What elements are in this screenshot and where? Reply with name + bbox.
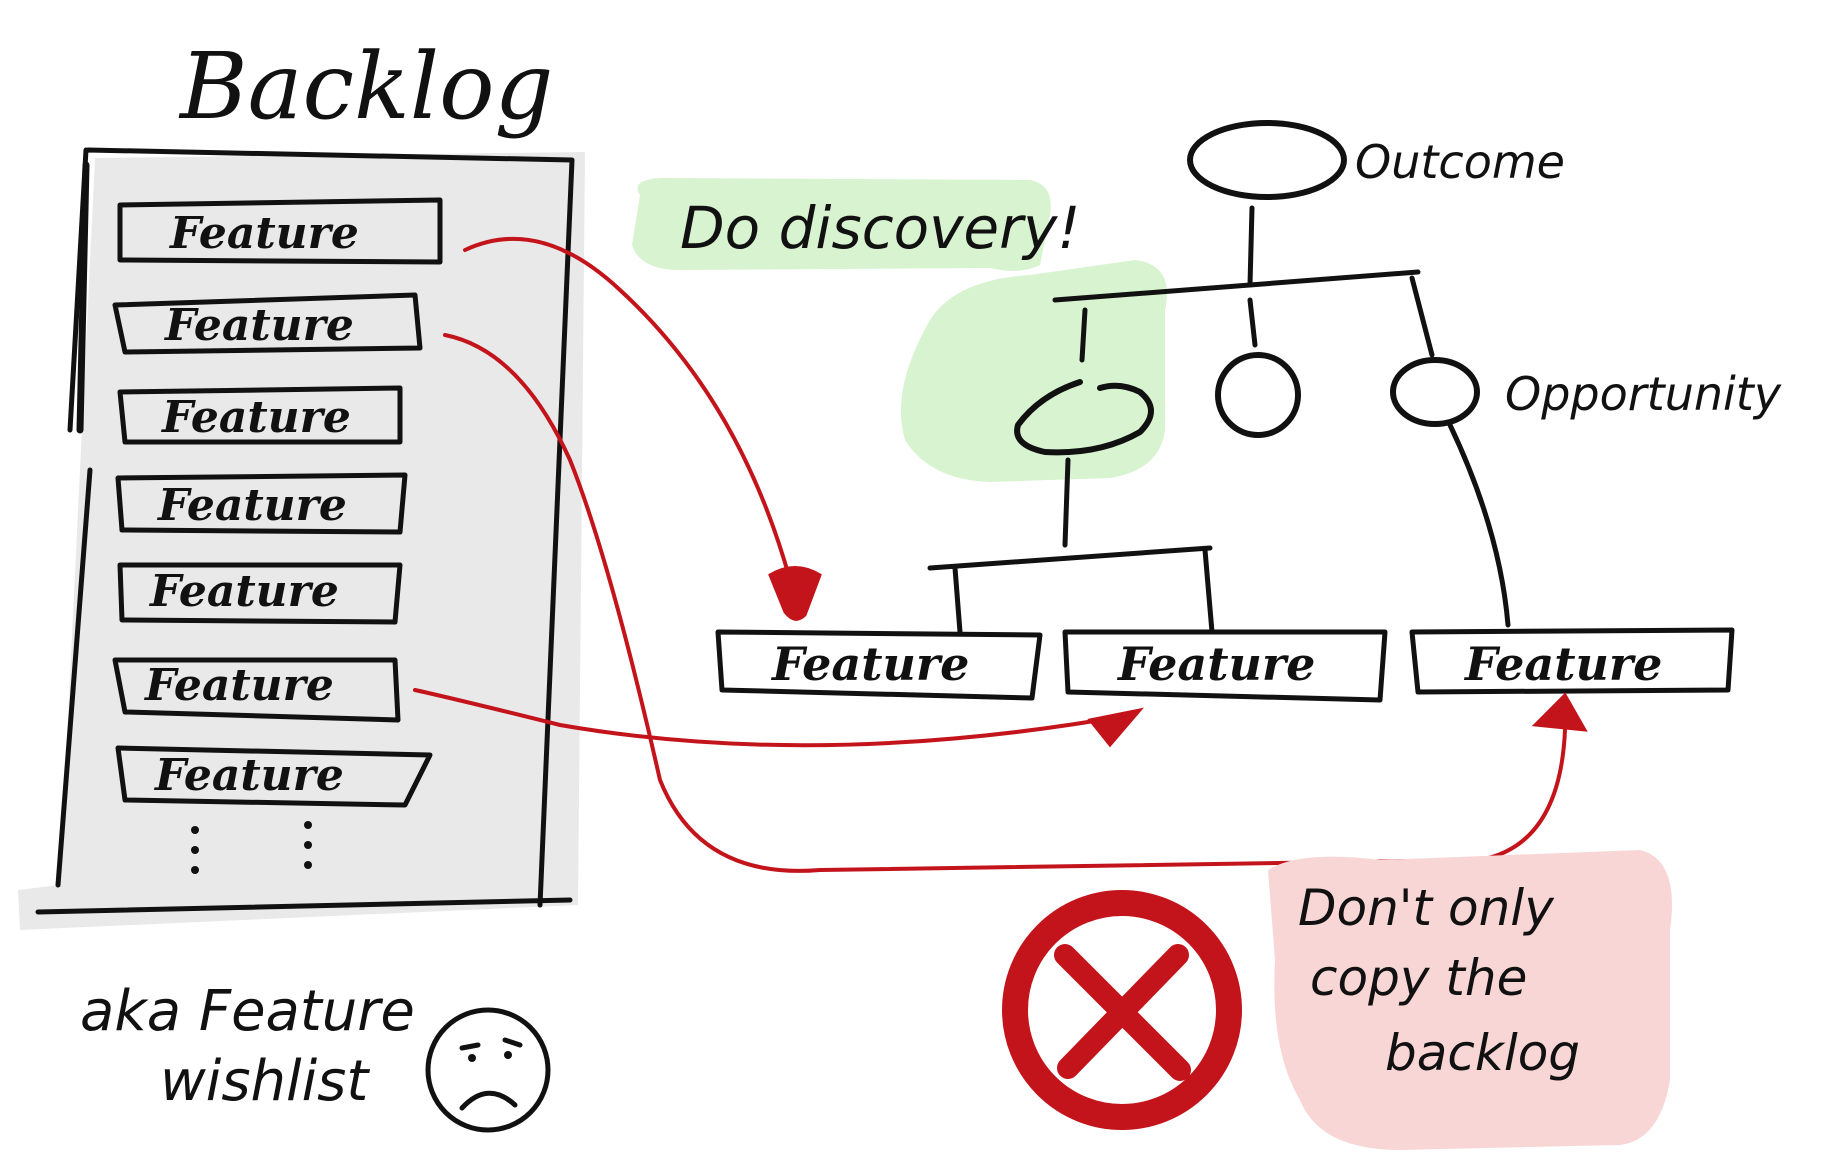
opportunity-label: Opportunity <box>1505 367 1782 421</box>
tree-feature-label: Feature <box>1463 637 1662 691</box>
tree-feature[interactable]: Feature <box>715 629 1043 701</box>
tree-feature[interactable]: Feature <box>1409 627 1735 695</box>
opportunity-tree: Outcome Opportunity Feature Feature Fe <box>715 120 1782 703</box>
copy-arrows <box>413 236 1588 873</box>
backlog-item[interactable]: Feature <box>117 385 403 445</box>
backlog-item[interactable]: Feature <box>115 745 433 808</box>
backlog-item-label: Feature <box>153 750 344 801</box>
opportunity-node[interactable] <box>1014 379 1154 456</box>
backlog-item[interactable]: Feature <box>115 472 408 535</box>
backlog-title: Backlog <box>178 33 553 140</box>
backlog-item-label: Feature <box>160 392 351 443</box>
backlog-panel: Backlog Feature Feature Feature Feature … <box>18 33 585 1133</box>
sad-face-icon <box>425 1007 551 1133</box>
backlog-caption-line1: aka Feature <box>80 979 415 1044</box>
x-circle-icon <box>1002 890 1242 1130</box>
opportunity-node[interactable] <box>1215 352 1301 438</box>
backlog-item[interactable]: Feature <box>112 657 401 723</box>
backlog-item-label: Feature <box>163 300 354 351</box>
do-discovery-label: Do discovery! <box>680 194 1081 262</box>
opportunity-node[interactable] <box>1390 357 1480 427</box>
backlog-item[interactable]: Feature <box>117 562 403 625</box>
backlog-item-label: Feature <box>148 566 339 617</box>
dont-label-line1: Don't only <box>1298 879 1555 937</box>
dont-label-line2: copy the <box>1310 949 1527 1007</box>
backlog-item[interactable]: Feature <box>112 292 423 355</box>
tree-feature-label: Feature <box>770 637 969 691</box>
tree-feature[interactable]: Feature <box>1062 629 1388 703</box>
arrow-connector <box>443 333 1567 873</box>
backlog-panel-frame <box>35 147 575 915</box>
backlog-item-label: Feature <box>156 480 347 531</box>
backlog-item-label: Feature <box>168 208 359 259</box>
do-discovery-highlight <box>632 178 1051 271</box>
discovery-highlights <box>632 178 1167 482</box>
backlog-caption-line2: wishlist <box>160 1049 370 1114</box>
arrow-head-icon <box>1087 707 1144 748</box>
backlog-panel-shadow <box>18 152 585 930</box>
arrow-connector <box>463 236 792 582</box>
backlog-item[interactable]: Feature <box>117 197 443 265</box>
arrow-head-icon <box>768 566 822 621</box>
arrow-connector <box>413 688 1132 748</box>
arrow-head-icon <box>1531 692 1588 732</box>
backlog-item-label: Feature <box>143 660 334 711</box>
outcome-node[interactable] <box>1187 120 1347 200</box>
opportunity-highlight <box>900 260 1167 482</box>
outcome-label: Outcome <box>1355 135 1565 189</box>
backlog-more-dots <box>191 821 312 874</box>
tree-feature-label: Feature <box>1116 637 1315 691</box>
dont-highlight <box>1268 850 1672 1150</box>
dont-label-line3: backlog <box>1385 1024 1580 1082</box>
